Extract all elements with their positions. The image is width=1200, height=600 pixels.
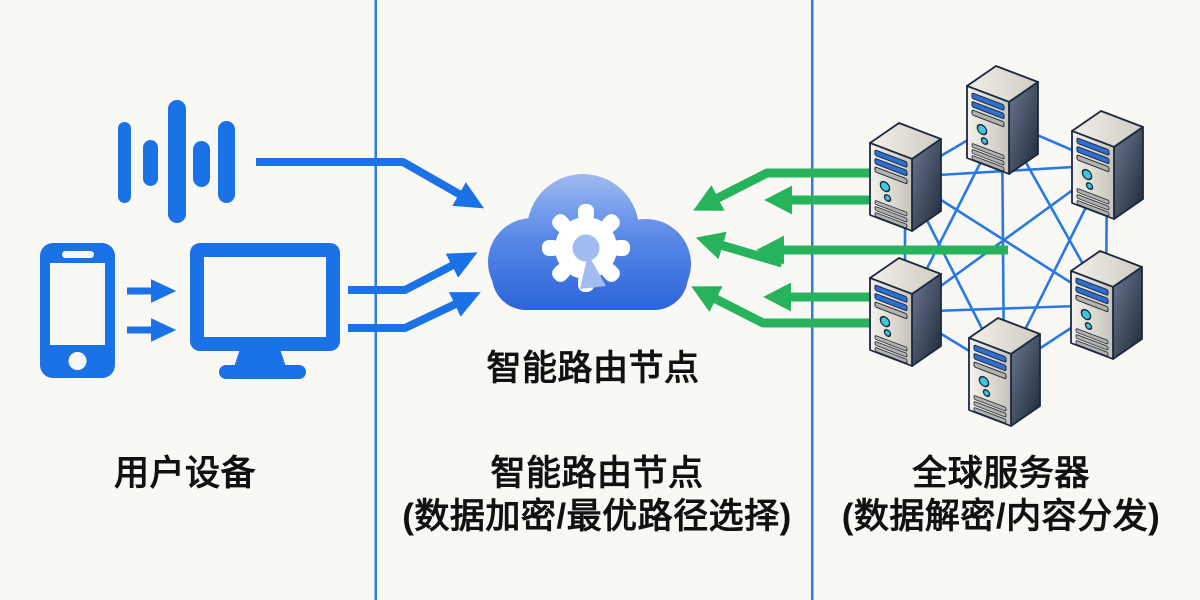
sound-wave-icon [118, 100, 235, 223]
cloud-icon [488, 174, 691, 310]
right-section-caption: 全球服务器 (数据解密/内容分发) [842, 452, 1161, 538]
server-icon [966, 65, 1039, 175]
server-icon [1070, 250, 1143, 360]
left-section-caption: 用户设备 [114, 452, 256, 495]
divider-left [374, 0, 377, 600]
cloud-node-label: 智能路由节点 [486, 349, 700, 388]
server-icon [968, 317, 1041, 427]
smartphone-icon [40, 243, 115, 378]
blue-arrow-monitor-2 [348, 292, 481, 332]
monitor-icon [190, 243, 340, 379]
phone-to-monitor-arrows [127, 279, 177, 342]
gear-icon [542, 204, 630, 292]
blue-arrow-wave [256, 158, 485, 209]
green-arrow-6 [691, 286, 872, 328]
servers-to-cloud-arrows [691, 168, 1008, 328]
devices-to-cloud-arrows [256, 158, 485, 332]
server-icon [869, 122, 942, 232]
green-arrow-4 [695, 231, 784, 268]
blue-arrow-monitor-1 [348, 252, 478, 294]
middle-caption-line2: (数据加密/最优路径选择) [402, 497, 792, 536]
right-caption-line2: (数据解密/内容分发) [841, 497, 1161, 536]
right-caption-line1: 全球服务器 [912, 454, 1090, 493]
server-icon [869, 257, 942, 367]
middle-caption-line1: 智能路由节点 [490, 454, 704, 493]
green-arrow-1 [693, 168, 872, 211]
left-caption-text: 用户设备 [113, 454, 257, 493]
server-icon [1071, 110, 1144, 220]
middle-section-caption: 智能路由节点 (数据加密/最优路径选择) [402, 452, 792, 538]
